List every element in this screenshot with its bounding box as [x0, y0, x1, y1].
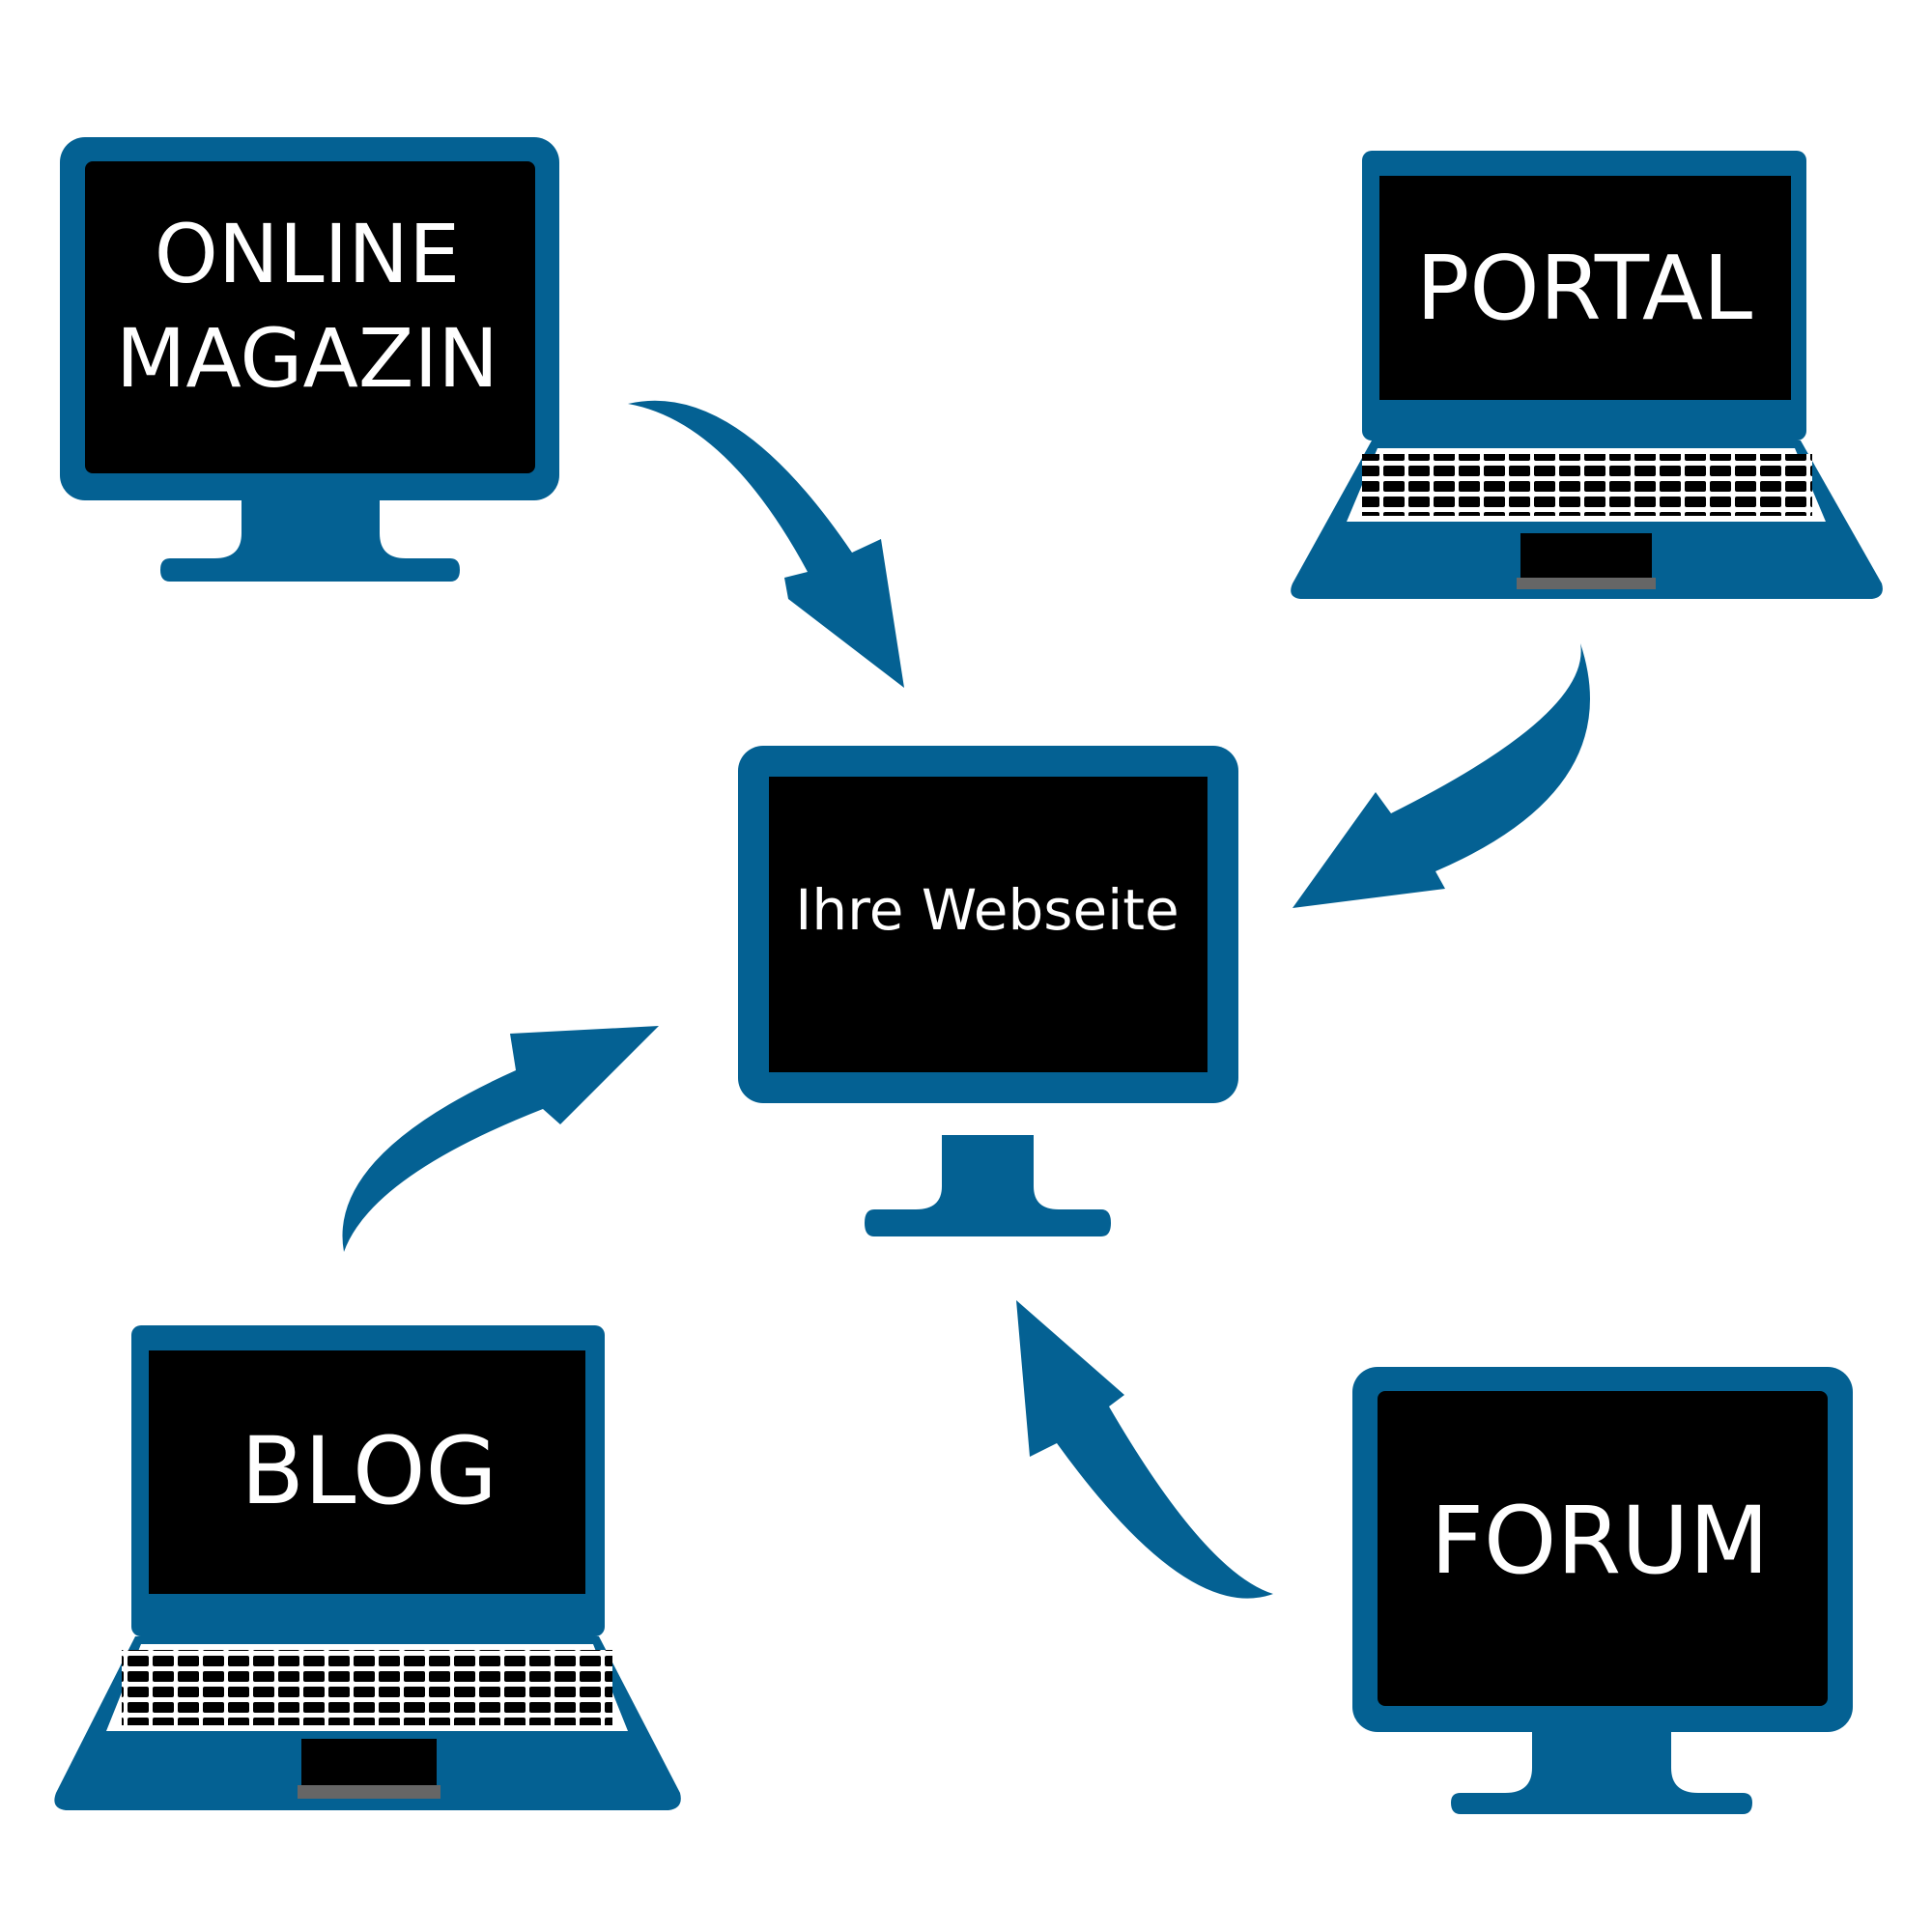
arrow-from-forum — [1016, 1300, 1273, 1599]
laptop-screen — [1379, 176, 1791, 400]
arrow-from-blog — [342, 1026, 659, 1252]
monitor-stand — [160, 500, 460, 582]
portal-label: PORTAL — [1416, 237, 1752, 340]
monitor-screen — [769, 777, 1208, 1072]
portal-laptop: PORTAL — [1291, 151, 1883, 599]
laptop-touchpad-edge — [1517, 578, 1656, 589]
center-monitor: Ihre Webseite — [738, 746, 1238, 1236]
laptop-keyboard-keys — [122, 1650, 612, 1725]
online-magazin-label-line1: ONLINE — [155, 207, 460, 301]
arrow-from-online-magazin — [628, 400, 904, 688]
monitor-screen — [85, 161, 535, 473]
blog-label: BLOG — [241, 1417, 497, 1525]
forum-monitor: FORUM — [1352, 1367, 1853, 1814]
blog-laptop: BLOG — [54, 1325, 681, 1810]
online-magazin-label-line2: MAGAZIN — [116, 311, 498, 406]
forum-label: FORUM — [1431, 1487, 1770, 1595]
arrow-from-portal — [1293, 643, 1590, 908]
monitor-stand — [865, 1135, 1111, 1236]
laptop-keyboard-keys — [1362, 454, 1812, 516]
laptop-touchpad-edge — [298, 1785, 440, 1799]
online-magazin-monitor: ONLINE MAGAZIN — [60, 137, 559, 582]
monitor-stand — [1451, 1732, 1752, 1814]
laptop-screen — [149, 1350, 585, 1594]
center-label: Ihre Webseite — [795, 877, 1179, 943]
monitor-screen — [1378, 1391, 1828, 1706]
